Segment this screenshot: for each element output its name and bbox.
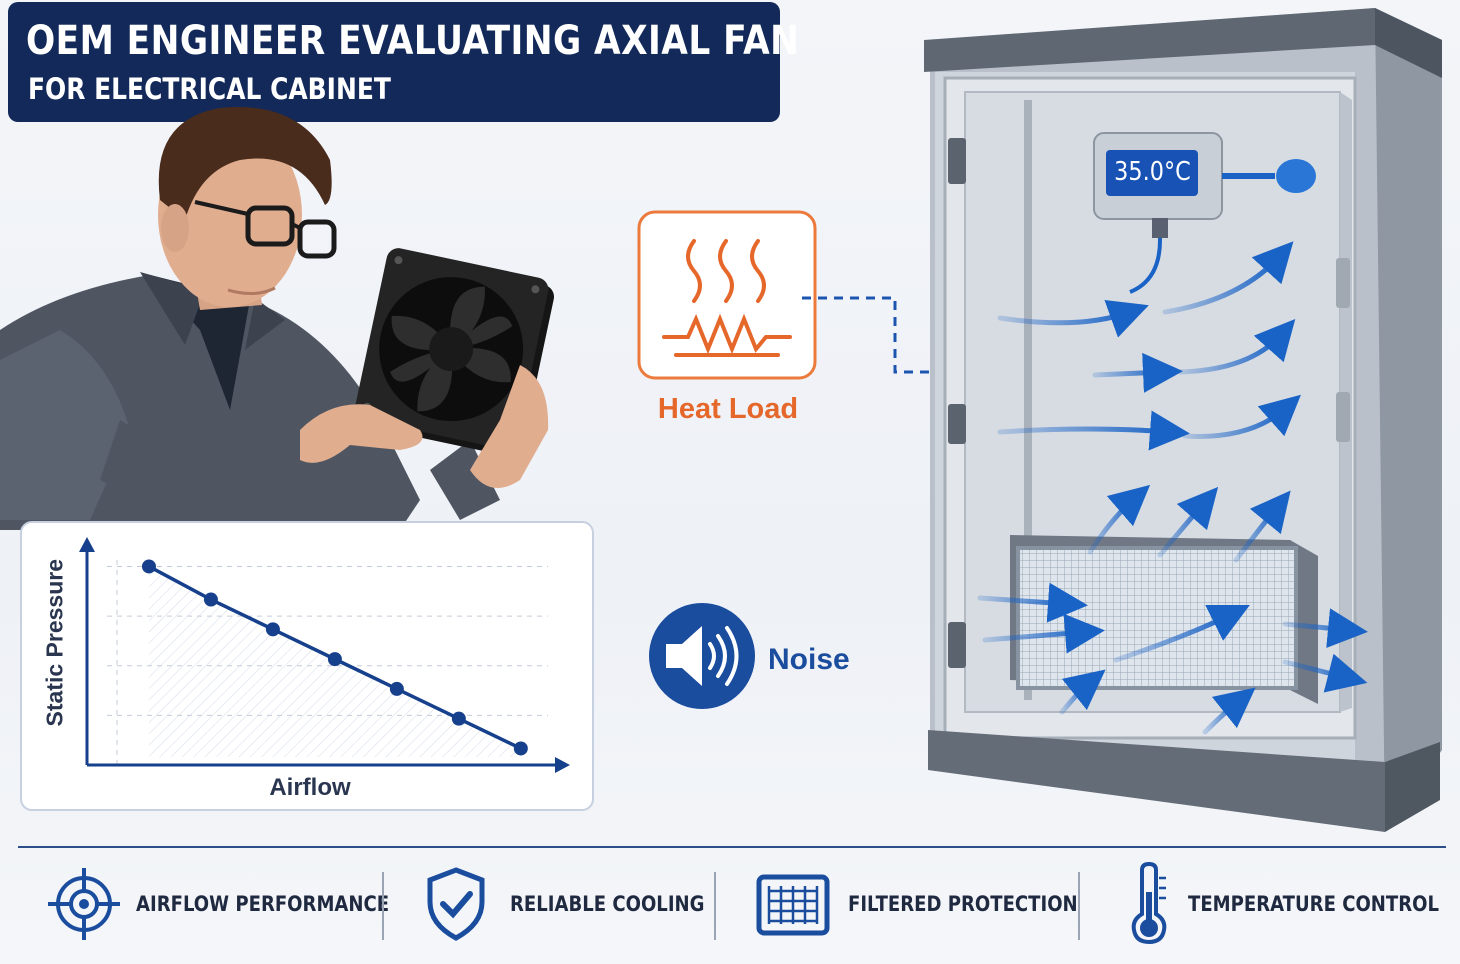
heat-load-label: Heat Load <box>657 393 799 425</box>
target-icon <box>48 868 120 940</box>
feature-separator <box>1078 872 1080 940</box>
data-point <box>327 652 342 667</box>
feature-filtered-protection: FILTERED PROTECTION <box>848 892 1078 916</box>
pq-curve-chart <box>79 537 570 773</box>
page-title: OEM ENGINEER EVALUATING AXIAL FAN <box>26 18 800 64</box>
feature-separator <box>714 872 716 940</box>
speaker-icon <box>649 603 755 709</box>
noise-label: Noise <box>768 643 850 676</box>
data-point <box>265 622 280 637</box>
feature-separator <box>382 872 384 940</box>
data-point <box>389 681 404 696</box>
footer-divider <box>18 846 1446 848</box>
thermostat-reading: 35.0°C <box>1114 157 1191 187</box>
feature-reliable-cooling: RELIABLE COOLING <box>510 892 705 916</box>
y-axis-arrow <box>79 537 95 552</box>
data-point <box>513 741 528 756</box>
title-banner <box>8 2 780 122</box>
feature-temperature-control: TEMPERATURE CONTROL <box>1188 892 1440 916</box>
page-subtitle: FOR ELECTRICAL CABINET <box>28 72 391 106</box>
x-axis-arrow <box>555 757 570 773</box>
data-point <box>141 559 156 574</box>
thermometer-icon <box>1131 862 1167 944</box>
electrical-cabinet <box>924 8 1442 832</box>
heat-load-icon <box>637 210 817 380</box>
data-point <box>203 592 218 607</box>
engineer-illustration <box>0 107 554 530</box>
data-point <box>451 711 466 726</box>
shield-check-icon <box>427 867 485 941</box>
chart-x-label: Airflow <box>269 774 351 801</box>
filter-grid-icon <box>756 874 830 936</box>
feature-airflow-performance: AIRFLOW PERFORMANCE <box>136 892 390 916</box>
chart-y-label: Static Pressure <box>41 559 68 727</box>
